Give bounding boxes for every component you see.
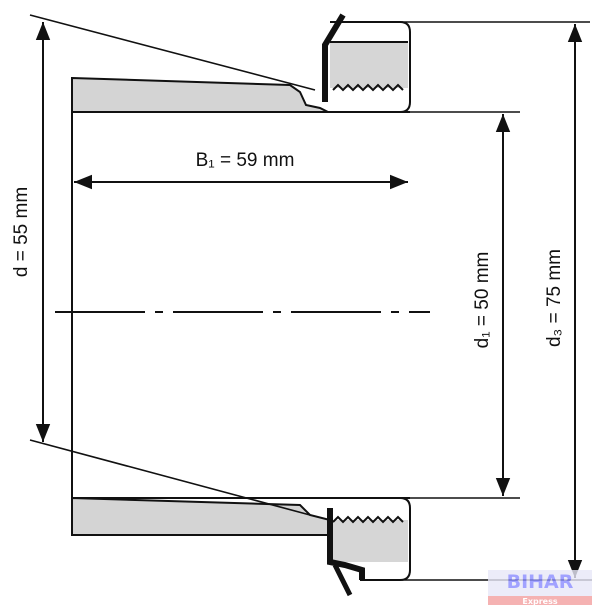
lock-nut-top [322, 13, 411, 113]
svg-text:Express: Express [522, 597, 557, 606]
sleeve-body [71, 76, 410, 536]
d-label: d = 55 mm [11, 187, 32, 277]
svg-text:BIHAR: BIHAR [507, 571, 574, 593]
watermark-logo: BIHAR Express [488, 570, 592, 606]
d1-dimension [410, 111, 520, 499]
lock-nut-bottom [327, 497, 411, 597]
b1-label: B₁ = 59 mm [196, 150, 295, 171]
d3-label: d₃ = 75 mm [544, 249, 565, 347]
d1-label: d₁ = 50 mm [472, 252, 493, 349]
d-dimension [29, 14, 316, 516]
